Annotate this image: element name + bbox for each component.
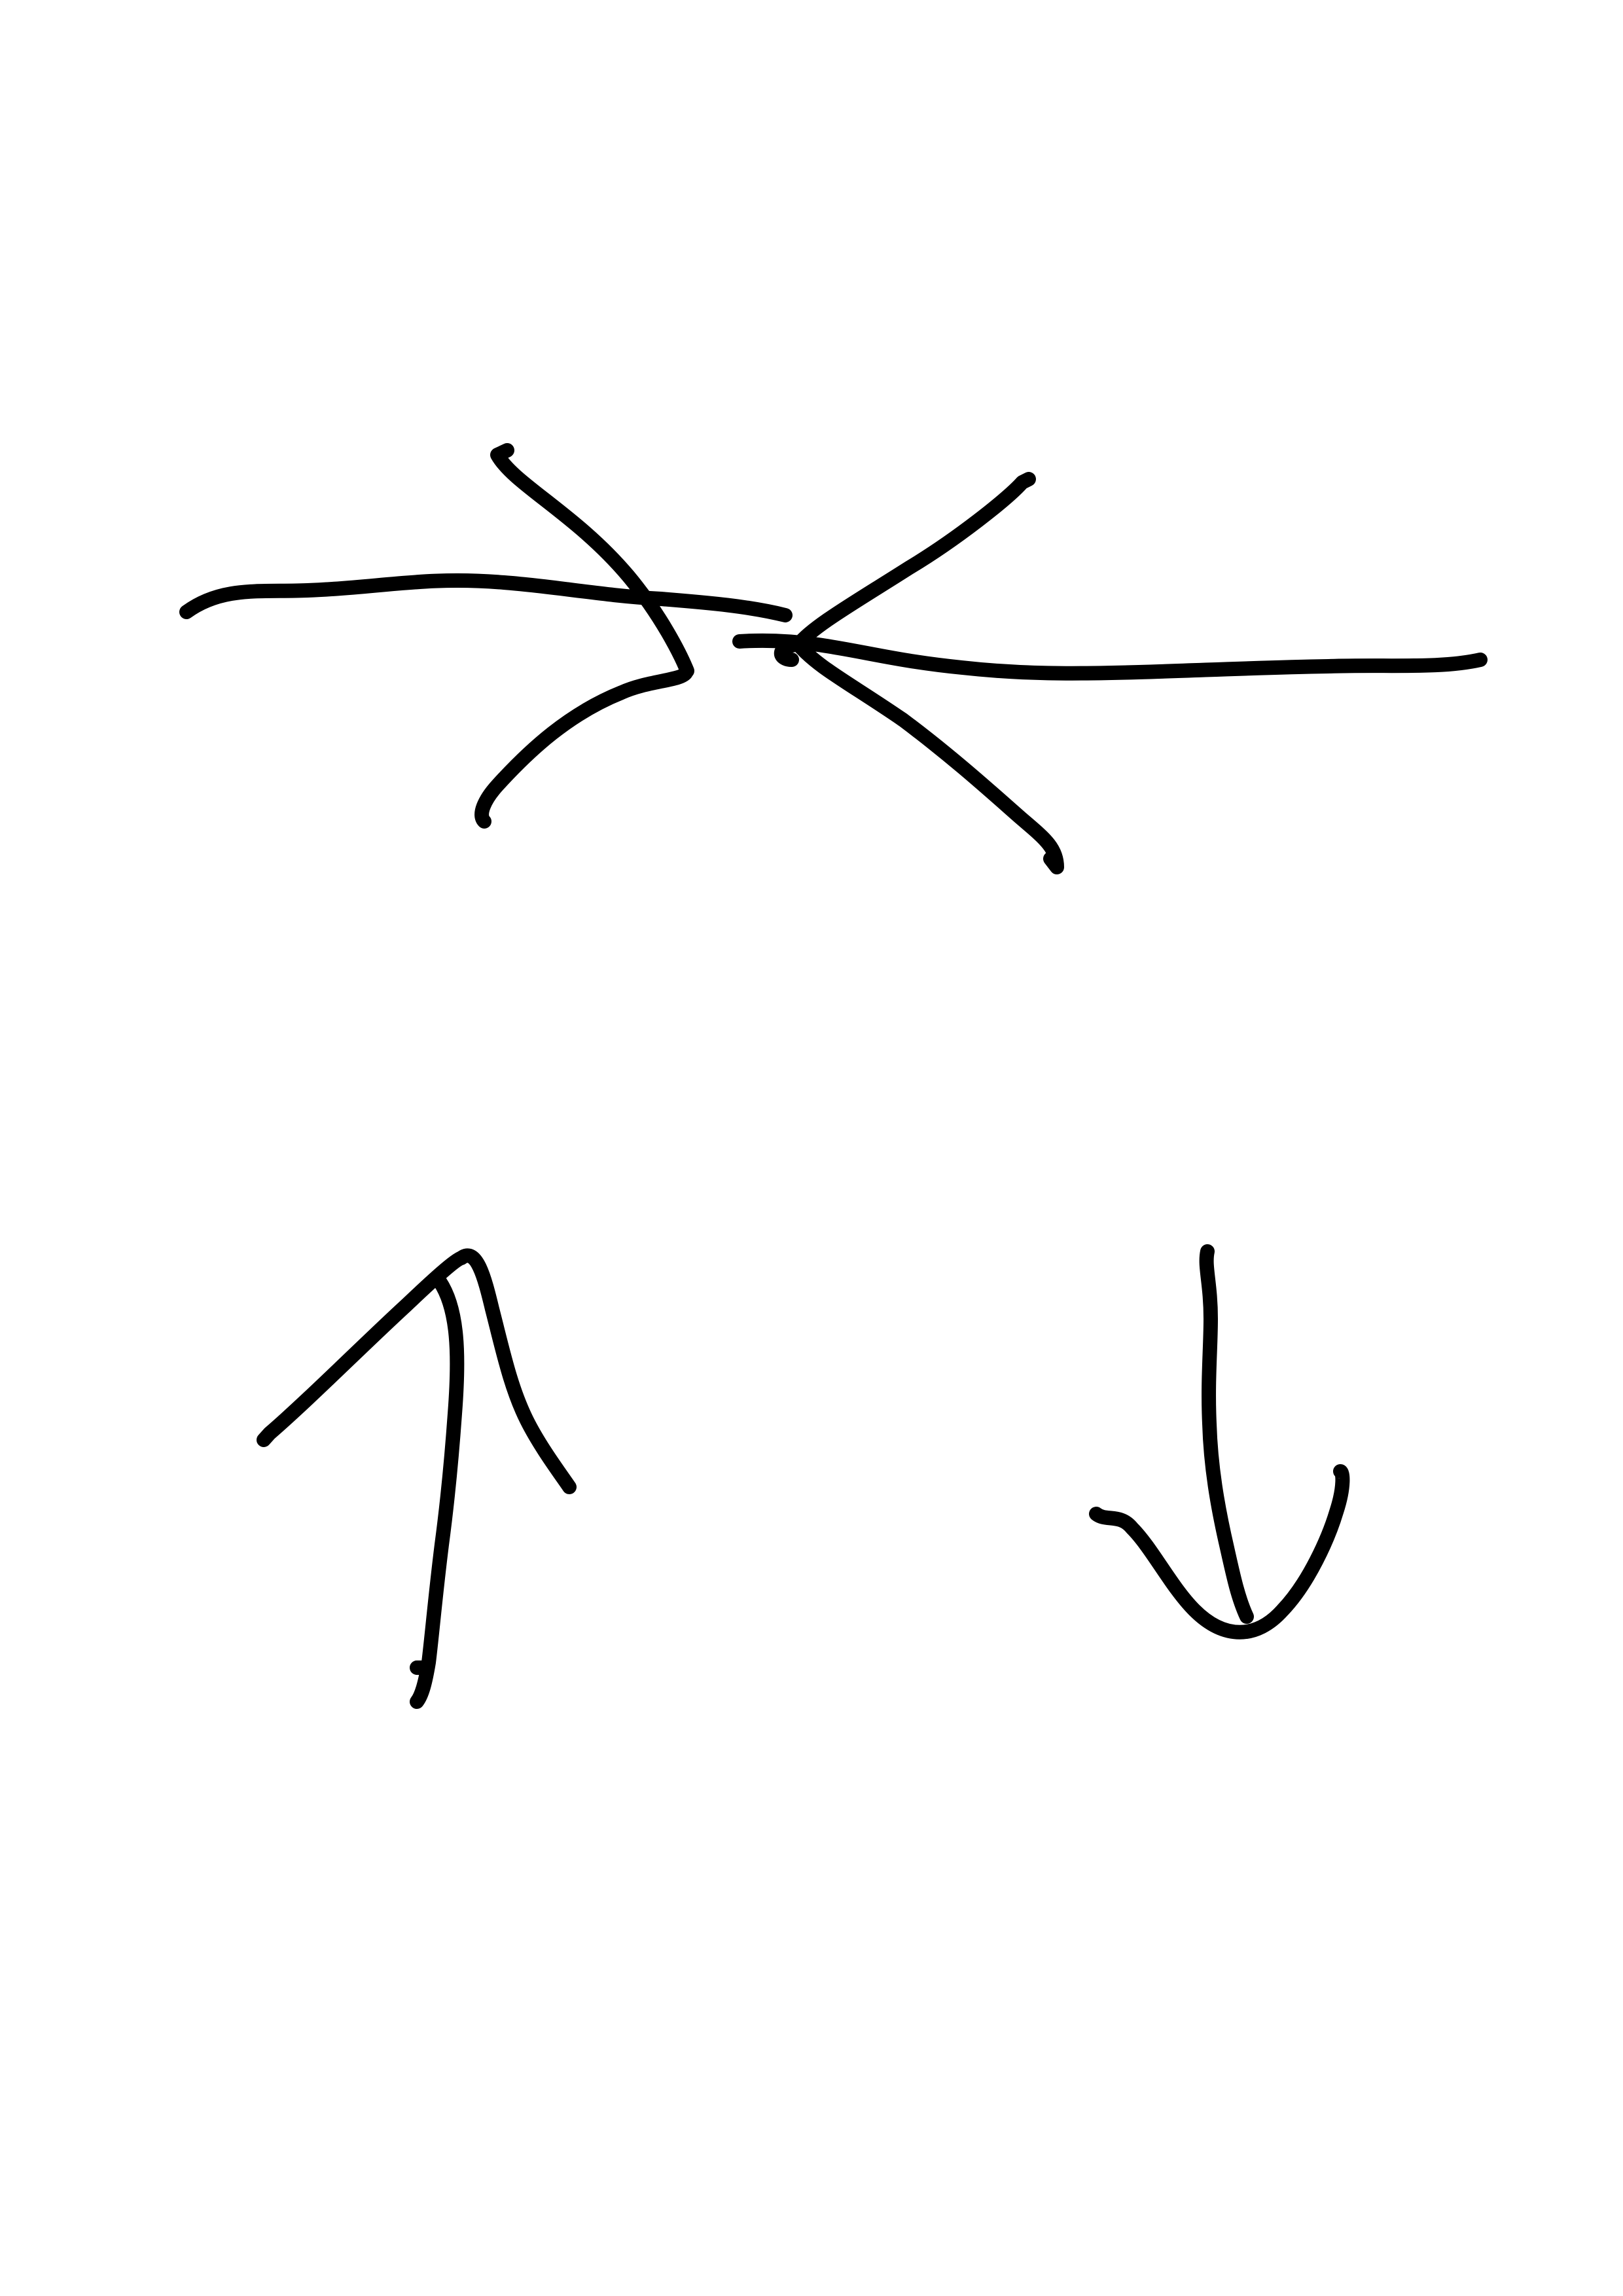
- left-arrow-icon: [732, 472, 1488, 874]
- right-arrow-upper-head: [490, 443, 694, 678]
- left-arrow-shaft: [732, 633, 1488, 681]
- up-arrow-icon: [257, 1248, 577, 1709]
- left-arrow-lower-head: [791, 637, 1064, 874]
- up-arrow-head: [257, 1248, 577, 1494]
- down-arrow-icon: [1089, 1244, 1350, 1640]
- left-arrow-tail-hook: [774, 637, 802, 667]
- right-arrow-icon: [179, 443, 793, 829]
- right-arrow-shaft: [179, 573, 793, 622]
- down-arrow-head: [1089, 1464, 1350, 1640]
- left-arrow-upper-head: [791, 472, 1036, 652]
- up-arrow-shaft: [410, 1274, 465, 1709]
- right-arrow-lower-head: [474, 666, 693, 829]
- down-arrow-shaft: [1199, 1244, 1254, 1624]
